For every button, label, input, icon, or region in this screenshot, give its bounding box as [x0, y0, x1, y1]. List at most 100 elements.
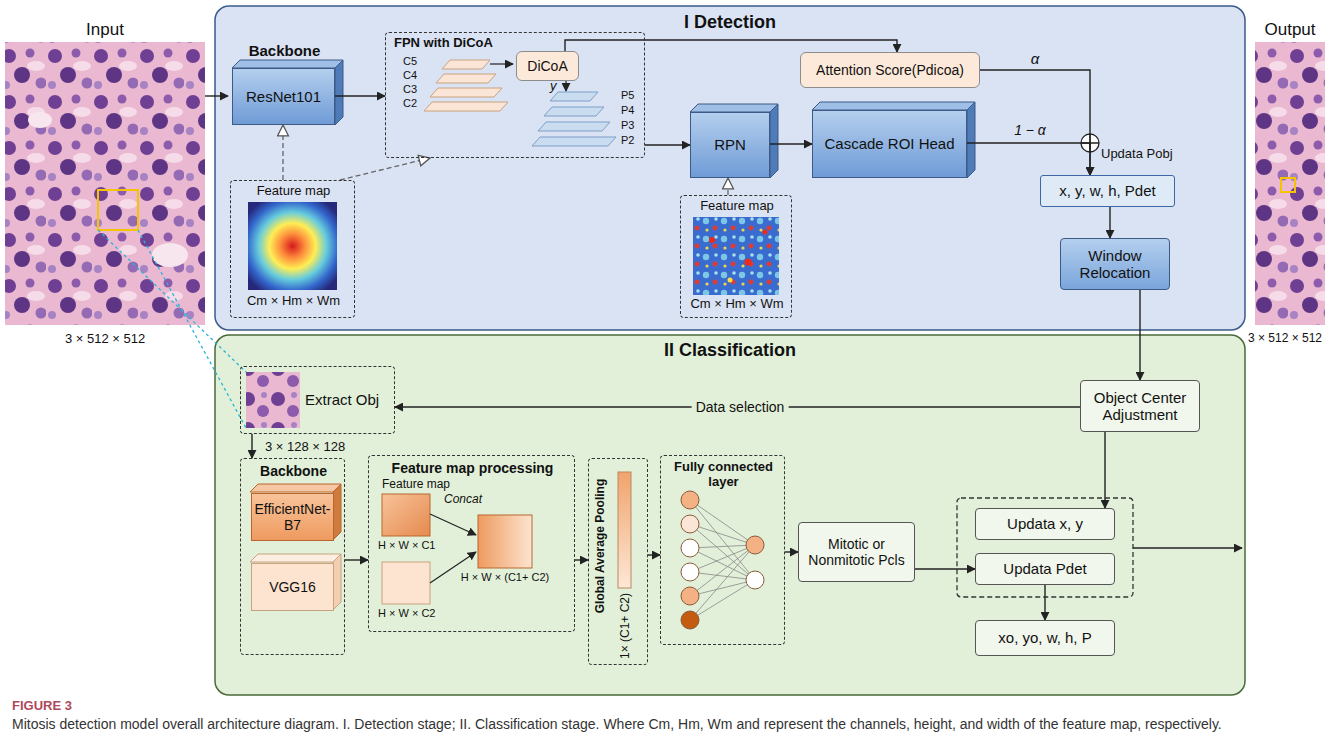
stage-panel: I DetectionBackboneResNet101FPN with DiC… [215, 6, 1245, 330]
decor-rect [215, 6, 1245, 330]
decor-circle [681, 539, 699, 557]
decor-polygon [442, 60, 490, 69]
dimension-label: H × W × (C1+ C2) [461, 571, 549, 584]
decor-circle [681, 587, 699, 605]
flow-arrow [565, 40, 897, 52]
decor-path [690, 500, 755, 620]
decor-polygon [967, 102, 975, 178]
decor-circle [745, 259, 752, 266]
decor-polygon [544, 107, 604, 116]
decor-g [681, 491, 764, 629]
decor-rect [248, 202, 337, 290]
flow-arrow [1109, 207, 1110, 238]
decor-rect [1281, 178, 1295, 192]
decor-ellipse [152, 243, 188, 267]
decor-rect [957, 498, 1133, 597]
network-block: Cascade ROI Head [812, 110, 967, 178]
decor-rect [478, 515, 532, 568]
image-label: Output [1264, 20, 1315, 40]
decor-polygon [538, 122, 610, 131]
node-title: Backbone [260, 463, 327, 479]
layer-label: P4 [621, 104, 634, 117]
node-title: xo, yo, w, h, P [998, 629, 1091, 646]
node-title: Global Average Pooling [594, 479, 608, 613]
decor-rect [382, 494, 430, 536]
figure-number: FIGURE 3 [12, 699, 72, 714]
node-title: Feature map processing [392, 460, 554, 476]
dimension-label: 3 × 512 × 512 [1248, 332, 1322, 346]
decor-polygon [333, 484, 341, 540]
decor-polygon [690, 104, 778, 112]
decor-rect [215, 335, 1245, 695]
module-group: Global Average Pooling1× (C1+ C2) [588, 458, 648, 665]
decor-circle [681, 563, 699, 581]
decor-polygon [550, 92, 598, 101]
decor-path [1133, 547, 1242, 548]
decor-ellipse [28, 112, 52, 128]
decor-circle [728, 278, 733, 283]
decor-circle [746, 571, 764, 589]
process-box: Mitotic or Nonmitotic Pcls [798, 522, 915, 582]
flow-arrow [770, 143, 812, 144]
flow-arrow [335, 95, 385, 96]
flow-arrow [345, 559, 368, 560]
decor-circle [681, 491, 699, 509]
flow-arrow [645, 144, 690, 145]
decor-circle [746, 536, 764, 554]
decor-polygon [232, 60, 343, 68]
process-box: Updata Pdet [975, 553, 1115, 585]
node-title: I Detection [684, 12, 776, 33]
node-subtext: Cm × Hm × Wm [690, 297, 783, 312]
process-box: Updata x, y [975, 508, 1115, 540]
attention-box: Attention Score(Pdicoa) [800, 52, 980, 88]
module-group: Feature mapCm × Hm × Wm [680, 195, 792, 318]
node-title: Window Relocation [1066, 247, 1164, 282]
decor-rect [618, 472, 631, 588]
decor-circle [709, 237, 715, 243]
decor-path [690, 500, 755, 620]
decor-polygon [770, 104, 778, 178]
node-title: EfficientNet-B7 [255, 501, 331, 533]
decor-circle [681, 515, 699, 533]
flow-arrow [1104, 432, 1105, 508]
layer-label: C4 [403, 69, 417, 82]
node-subtext: 3 × 128 × 128 [265, 440, 345, 455]
node-subtext: ResNet101 [246, 88, 321, 105]
node-title: Object Center Adjustment [1086, 389, 1194, 424]
decor-rect [382, 562, 430, 604]
process-box: Window Relocation [1060, 238, 1170, 290]
edge-label: α [1031, 50, 1040, 67]
node-title: II Classification [664, 340, 796, 361]
edge-label: 1 − α [1014, 122, 1046, 138]
feature-map-arrow [282, 125, 283, 180]
update-label: Updata Pobj [1101, 147, 1173, 162]
module-group: FPN with DiCoA DiCoA [385, 32, 645, 158]
node-title: DiCoA [527, 58, 567, 74]
feature-map-arrow [727, 178, 728, 195]
node-title: Mitotic or Nonmitotic Pcls [804, 536, 909, 568]
module-group: Fully connected layer [660, 455, 785, 645]
flow-arrow [915, 568, 975, 569]
decor-path [565, 80, 566, 91]
layer-label: C3 [403, 83, 417, 96]
flow-arrow [648, 554, 660, 555]
node-title: Fully connected layer [665, 460, 782, 490]
decor-rect [1255, 42, 1325, 325]
feature-map-arrow [340, 158, 430, 180]
process-box: Object Center Adjustment [1080, 380, 1200, 432]
decor-rect [246, 372, 300, 428]
feature-label: Feature map [382, 478, 450, 492]
node-title: VGG16 [269, 579, 316, 595]
decor-rect [5, 42, 205, 325]
flow-arrow [980, 70, 1090, 175]
flow-arrow [785, 551, 798, 552]
flow-arrow [967, 143, 1090, 175]
decor-circle [681, 611, 699, 629]
layer-label: P2 [621, 134, 634, 147]
decor-path [430, 514, 476, 535]
node-title: FPN with DiCoA [394, 36, 493, 51]
layer-label: C5 [403, 55, 417, 68]
